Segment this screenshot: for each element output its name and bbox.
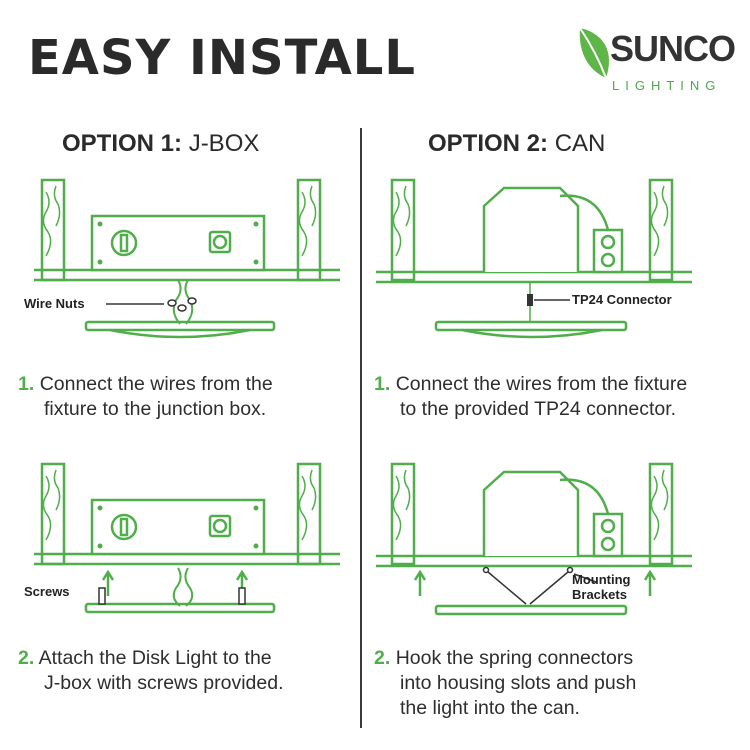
option-2-heading: OPTION 2: CAN <box>428 130 605 158</box>
step-text: fixture to the junction box. <box>44 398 267 420</box>
step-text: Attach the Disk Light to the <box>38 647 272 669</box>
option-2-head: OPTION 2: <box>428 130 549 157</box>
step-text: the light into the can. <box>400 697 580 719</box>
step-text: Connect the wires from the <box>39 373 273 395</box>
sunco-logo: SUNCO LIGHTING <box>576 24 736 104</box>
screw-icon <box>98 587 246 605</box>
tp24-connector-icon <box>527 294 533 306</box>
can-step-1: 1. Connect the wires from the fixture to… <box>374 372 687 422</box>
step-text: J-box with screws provided. <box>44 672 284 694</box>
jbox-step-2: 2. Attach the Disk Light to the J-box wi… <box>18 646 284 696</box>
can-diagram-2 <box>376 462 692 616</box>
tp24-label: TP24 Connector <box>572 292 672 307</box>
junction-box <box>90 214 266 272</box>
can-housing <box>482 186 580 272</box>
step-text: Hook the spring connectors <box>395 647 634 669</box>
joist-left <box>40 178 66 282</box>
can-step-2: 2. Hook the spring connectors into housi… <box>374 646 636 721</box>
option-1-heading: OPTION 1: J-BOX <box>62 130 259 158</box>
step-number: 1. <box>18 373 35 395</box>
option-1-head: OPTION 1: <box>62 130 183 157</box>
option-1-tail: J-BOX <box>188 130 260 157</box>
disk-light <box>84 320 276 332</box>
brackets-text: Brackets <box>572 587 627 602</box>
step-number: 2. <box>374 647 391 669</box>
screws-label: Screws <box>24 584 70 599</box>
mounting-brackets-label: Mounting Brackets <box>572 572 630 602</box>
option-2-tail: CAN <box>554 130 606 157</box>
jbox-diagram-1 <box>34 178 340 339</box>
step-text: into housing slots and push <box>400 672 637 694</box>
step-text: to the provided TP24 connector. <box>400 398 677 420</box>
mounting-text: Mounting <box>572 572 631 587</box>
step-text: Connect the wires from the fixture <box>395 373 688 395</box>
logo-sub: LIGHTING <box>612 78 722 93</box>
mounting-bracket-icon <box>482 566 597 605</box>
jbox-diagram-2 <box>34 462 340 614</box>
logo-brand: SUNCO <box>610 28 736 69</box>
wire-nuts-label: Wire Nuts <box>24 296 85 311</box>
jbox-step-1: 1. Connect the wires from the fixture to… <box>18 372 273 422</box>
page-title: EASY INSTALL <box>28 30 416 86</box>
step-number: 2. <box>18 647 35 669</box>
leaf-icon <box>579 27 609 79</box>
step-number: 1. <box>374 373 391 395</box>
column-divider <box>360 128 362 728</box>
can-diagram-1 <box>376 178 692 339</box>
wire-nuts-icon <box>167 297 197 312</box>
joist-right <box>296 178 322 282</box>
